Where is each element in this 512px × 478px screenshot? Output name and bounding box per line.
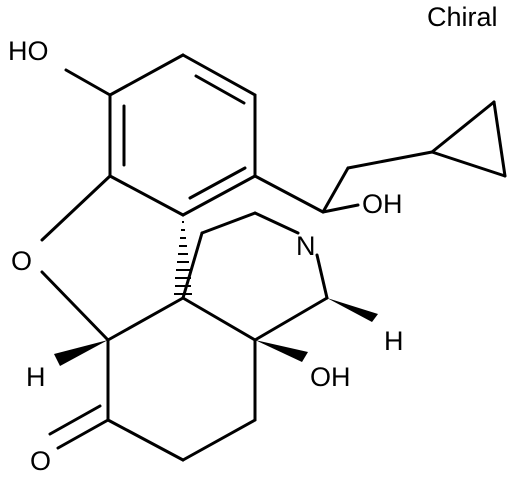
bond-c14-c10 [253, 296, 329, 342]
wedge-bond-oh14 [255, 340, 308, 362]
atom-label-hydrogen-right: H [384, 326, 404, 356]
bond-c8-c7 [181, 418, 257, 462]
ketone-double-bond [48, 404, 110, 450]
hashed-wedge-bond [174, 221, 192, 295]
aromatic-ring [108, 53, 257, 217]
atom-label-nitrogen: N [296, 231, 316, 261]
bond-c15-c16 [200, 211, 257, 235]
bond-c7-c6 [106, 418, 185, 462]
bond-to-cyclopropylmethyl [321, 166, 350, 214]
bond-c9-oh [321, 203, 360, 214]
atom-label-oxygen-ketone: O [30, 446, 51, 476]
cyclopropyl-ring [430, 100, 507, 178]
atom-label-oh-right: OH [362, 189, 403, 219]
bond-c13-c5 [106, 296, 185, 342]
atom-label-oxygen-ether: O [11, 246, 32, 276]
furan-ring [40, 174, 112, 342]
wedge-bond-h9 [327, 298, 378, 322]
atom-label-hydrogen-left: H [26, 362, 46, 392]
bond-ch2-cyclopropyl [346, 150, 434, 170]
atom-label-ho-top: HO [8, 36, 49, 66]
atom-label-oh-center: OH [310, 362, 351, 392]
wedge-bond-h5 [54, 340, 108, 366]
bond-phenol-oh [64, 68, 112, 97]
bond-c13-c15 [181, 231, 204, 300]
bond-c13-c14 [181, 296, 257, 342]
bond-ring-to-c9 [253, 174, 325, 214]
bond-n-c9 [315, 253, 329, 300]
chiral-label: Chiral [427, 2, 498, 32]
bond-c16-n [253, 211, 300, 235]
